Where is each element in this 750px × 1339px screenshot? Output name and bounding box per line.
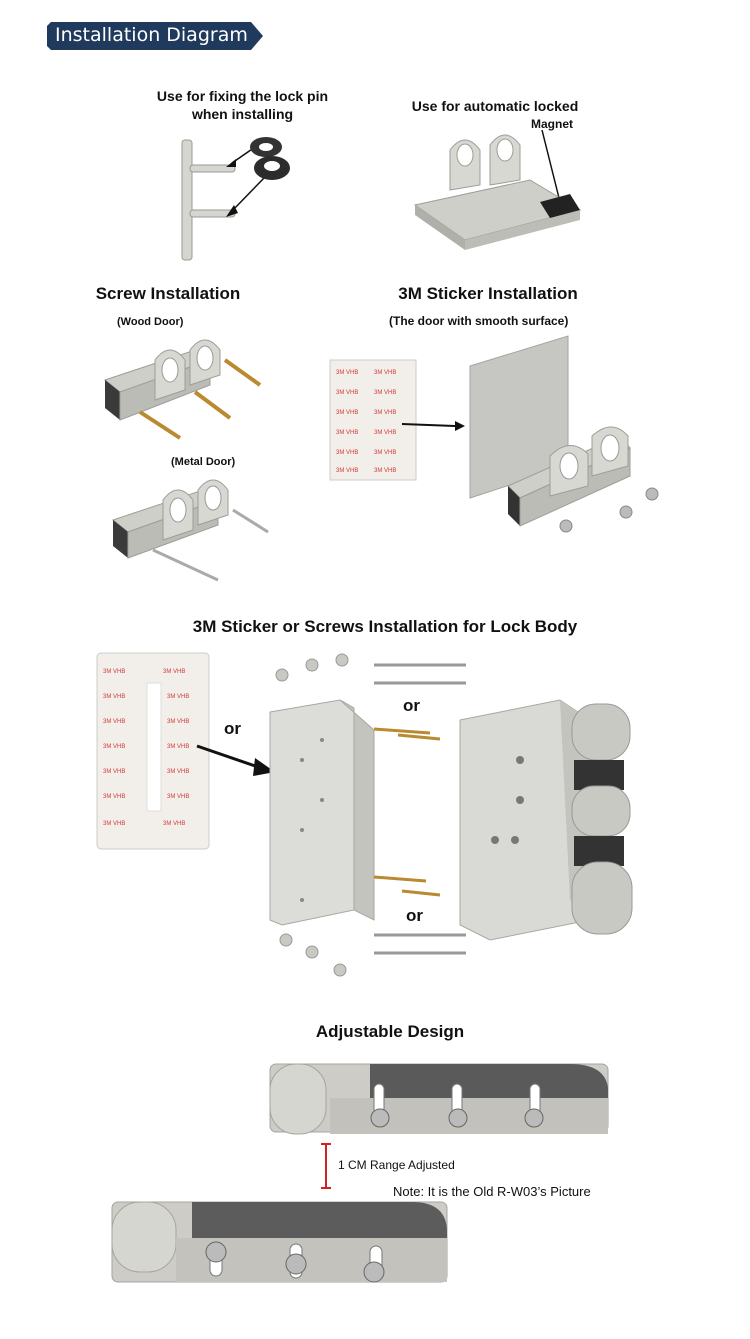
svg-text:3M VHB: 3M VHB	[336, 450, 358, 456]
range-marker-icon	[321, 1143, 331, 1189]
section-banner: Installation Diagram	[47, 22, 263, 50]
svg-text:3M VHB: 3M VHB	[103, 669, 125, 675]
range-label: 1 CM Range Adjusted	[338, 1158, 455, 1172]
svg-text:3M VHB: 3M VHB	[167, 719, 189, 725]
svg-text:3M VHB: 3M VHB	[374, 390, 396, 396]
svg-text:3M VHB: 3M VHB	[103, 794, 125, 800]
lock-body-title: 3M Sticker or Screws Installation for Lo…	[192, 617, 578, 636]
lock-pin-illustration	[181, 137, 290, 261]
svg-text:3M VHB: 3M VHB	[167, 794, 189, 800]
or-label-top: or	[403, 696, 420, 715]
svg-text:3M VHB: 3M VHB	[374, 430, 396, 436]
svg-text:3M VHB: 3M VHB	[374, 450, 396, 456]
svg-text:3M VHB: 3M VHB	[374, 468, 396, 474]
svg-text:3M VHB: 3M VHB	[103, 719, 125, 725]
svg-text:3M VHB: 3M VHB	[167, 769, 189, 775]
svg-text:3M VHB: 3M VHB	[167, 744, 189, 750]
or-label-bottom: or	[406, 906, 423, 925]
metal-door-label: (Metal Door)	[171, 456, 236, 468]
svg-text:3M VHB: 3M VHB	[336, 410, 358, 416]
lock-bottom-view-illustration	[111, 1201, 448, 1283]
sticker-subtitle: (The door with smooth surface)	[389, 314, 569, 328]
or-label-left: or	[224, 719, 241, 738]
pin-caption: Use for fixing the lock pin when install…	[156, 88, 329, 122]
wood-door-bracket-illustration	[103, 339, 262, 440]
svg-text:3M VHB: 3M VHB	[163, 669, 185, 675]
svg-text:3M VHB: 3M VHB	[103, 821, 125, 827]
wood-door-label: (Wood Door)	[117, 316, 184, 328]
screw-installation-title: Screw Installation	[95, 284, 241, 303]
adjustable-title: Adjustable Design	[315, 1022, 465, 1041]
lock-body-illustration	[459, 699, 633, 941]
magnet-label: Magnet	[531, 117, 573, 131]
svg-text:3M VHB: 3M VHB	[336, 390, 358, 396]
banner-shape	[47, 22, 263, 50]
svg-text:3M VHB: 3M VHB	[374, 370, 396, 376]
magnet-bracket-illustration	[413, 129, 582, 250]
screws-illustration	[373, 663, 466, 955]
svg-text:3M VHB: 3M VHB	[163, 821, 185, 827]
lock-top-view-illustration	[269, 1063, 609, 1135]
svg-text:3M VHB: 3M VHB	[103, 744, 125, 750]
svg-text:3M VHB: 3M VHB	[336, 430, 358, 436]
old-picture-note: Note: It is the Old R-W03’s Picture	[393, 1184, 591, 1199]
svg-text:3M VHB: 3M VHB	[103, 694, 125, 700]
auto-lock-caption: Use for automatic locked	[411, 98, 579, 114]
metal-door-bracket-illustration	[111, 479, 269, 582]
svg-text:3M VHB: 3M VHB	[103, 769, 125, 775]
sticker-door-illustration: 3M VHB 3M VHB 3M VHB 3M VHB 3M VHB 3M VHB 3…	[329, 335, 659, 533]
lock-body-sticker-illustration: 3M VHB 3M VHB 3M VHB 3M VHB 3M VHB 3M VHB 3…	[96, 652, 210, 850]
banner-title: Installation Diagram	[55, 24, 248, 46]
svg-text:3M VHB: 3M VHB	[336, 370, 358, 376]
svg-text:3M VHB: 3M VHB	[167, 694, 189, 700]
mounting-plate-illustration	[269, 653, 375, 977]
svg-text:3M VHB: 3M VHB	[336, 468, 358, 474]
svg-text:3M VHB: 3M VHB	[374, 410, 396, 416]
sticker-installation-title: 3M Sticker Installation	[398, 284, 578, 303]
